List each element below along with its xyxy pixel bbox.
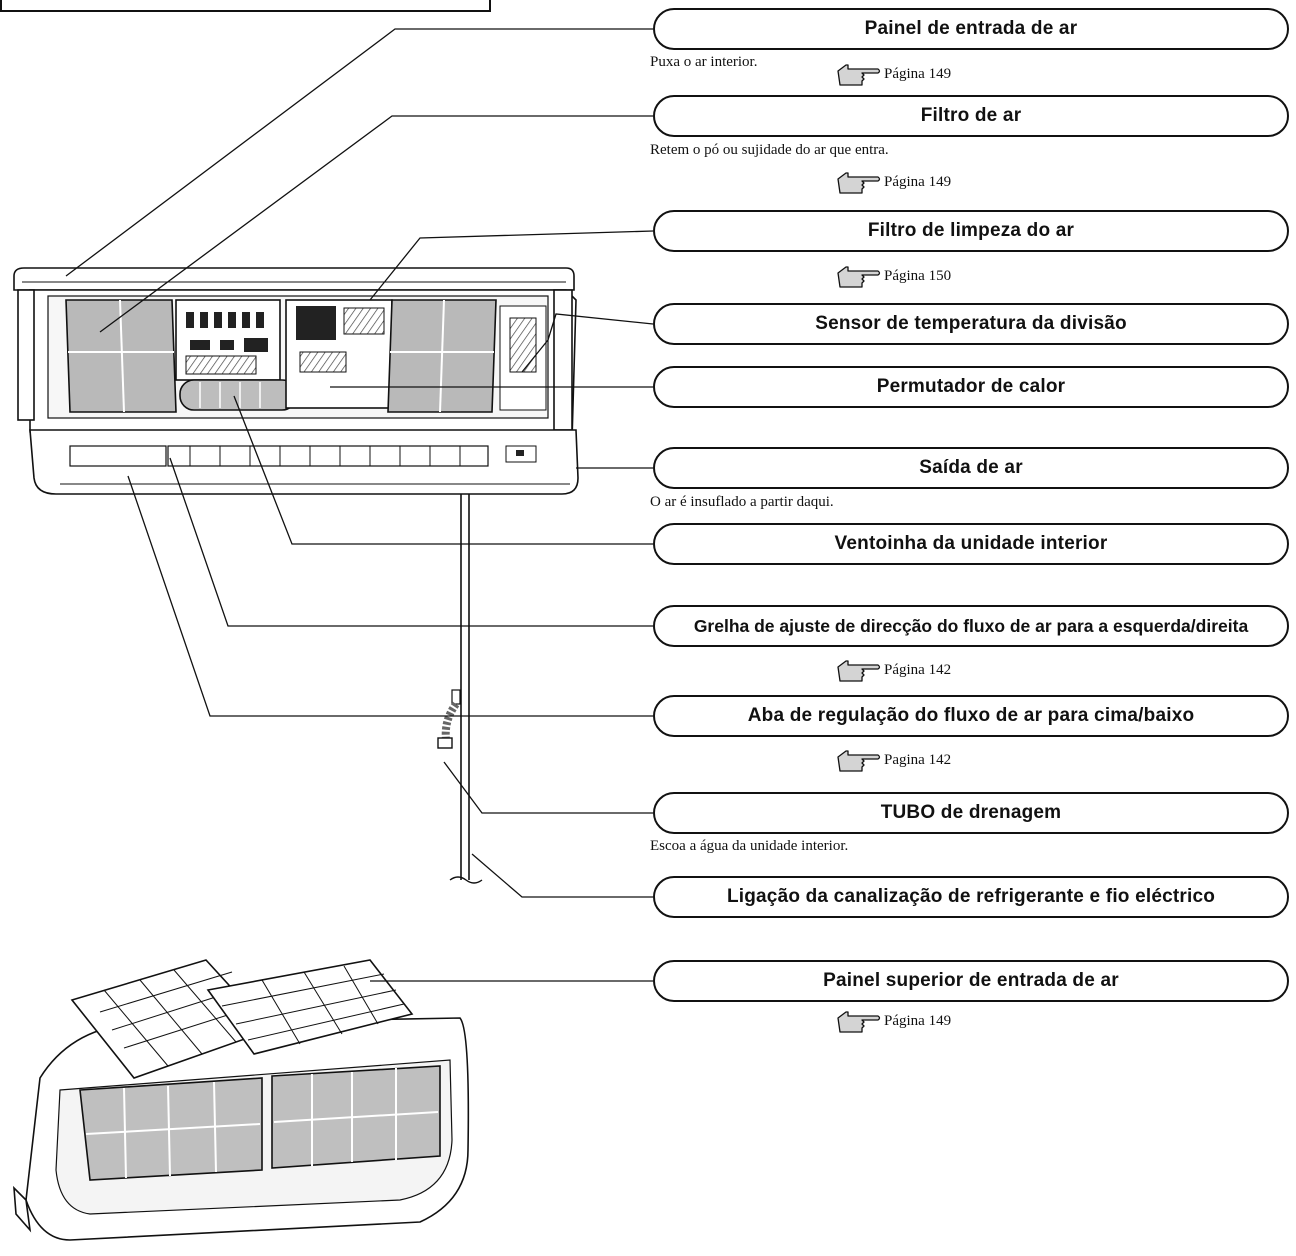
pointing-hand-icon bbox=[837, 172, 881, 194]
painel-superior-label: Painel superior de entrada de ar bbox=[653, 960, 1289, 1002]
pointing-hand-icon bbox=[837, 1011, 881, 1033]
pipe-and-drain-illustration bbox=[437, 494, 483, 884]
page-ref-149-b: Página 149 bbox=[836, 169, 951, 195]
painel-de-entrada-de-ar-label: Painel de entrada de ar bbox=[653, 8, 1289, 50]
page-ref-150: Página 150 bbox=[836, 263, 951, 289]
header-box-fragment bbox=[0, 0, 491, 12]
pointing-hand-icon bbox=[837, 660, 881, 682]
filtro-de-ar-label: Filtro de ar bbox=[653, 95, 1289, 137]
indoor-unit-illustration bbox=[13, 267, 579, 495]
ligacao-label: Ligação da canalização de refrigerante e… bbox=[653, 876, 1289, 918]
note-tubo: Escoa a água da unidade interior. bbox=[650, 838, 849, 854]
page-ref-text: Página 142 bbox=[884, 661, 952, 678]
page-ref-149-a: Página 149 bbox=[836, 61, 951, 87]
aba-label: Aba de regulação do fluxo de ar para cim… bbox=[653, 695, 1289, 737]
note-saida: O ar é insuflado a partir daqui. bbox=[650, 494, 834, 510]
pointing-hand-icon bbox=[837, 266, 881, 288]
page-ref-142-a: Página 142 bbox=[836, 657, 951, 683]
top-view-illustration bbox=[13, 959, 470, 1241]
page-ref-text: Página 150 bbox=[884, 267, 952, 284]
page-ref-149-c: Página 149 bbox=[836, 1008, 951, 1034]
page-ref-text: Pagina 142 bbox=[884, 751, 952, 768]
note-filtro: Retem o pó ou sujidade do ar que entra. bbox=[650, 142, 889, 158]
filtro-de-limpeza-label: Filtro de limpeza do ar bbox=[653, 210, 1289, 252]
pointing-hand-icon bbox=[837, 750, 881, 772]
page-ref-142-b: Pagina 142 bbox=[836, 747, 951, 773]
page-ref-text: Página 149 bbox=[884, 1012, 952, 1029]
grelha-label: Grelha de ajuste de direcção do fluxo de… bbox=[653, 605, 1289, 647]
note-painel: Puxa o ar interior. bbox=[650, 54, 758, 70]
ventoinha-label: Ventoinha da unidade interior bbox=[653, 523, 1289, 565]
sensor-temperatura-label: Sensor de temperatura da divisão bbox=[653, 303, 1289, 345]
page-ref-text: Página 149 bbox=[884, 65, 952, 82]
leader-lines bbox=[65, 28, 654, 982]
saida-de-ar-label: Saída de ar bbox=[653, 447, 1289, 489]
pointing-hand-icon bbox=[837, 64, 881, 86]
tubo-de-drenagem-label: TUBO de drenagem bbox=[653, 792, 1289, 834]
page-ref-text: Página 149 bbox=[884, 173, 952, 190]
permutador-de-calor-label: Permutador de calor bbox=[653, 366, 1289, 408]
